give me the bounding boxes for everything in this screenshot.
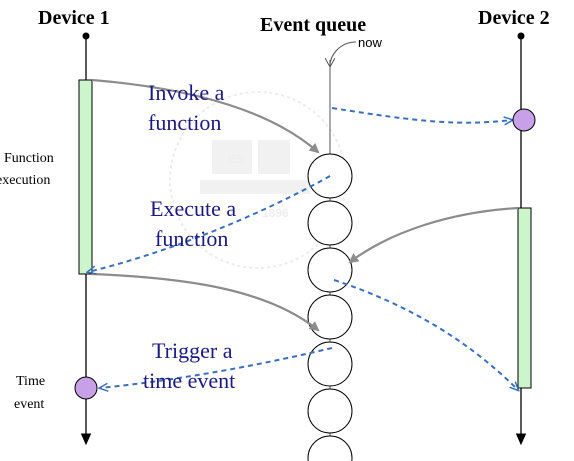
device2-function-execution-box bbox=[517, 207, 532, 389]
watermark-letters: ES bbox=[228, 152, 244, 166]
queue-slot bbox=[307, 341, 353, 387]
invoke-label-line2: function bbox=[148, 110, 221, 135]
trigger-label-line1: Trigger a bbox=[152, 338, 233, 363]
queue-slot bbox=[307, 435, 353, 461]
execute-label-line2: function bbox=[155, 226, 228, 251]
schedule-arrow-device1 bbox=[91, 272, 320, 332]
function-execution-label-line1: Function bbox=[4, 151, 54, 166]
watermark-emblem: ES 1896 bbox=[169, 91, 347, 269]
trigger-label-line2: time event bbox=[143, 368, 235, 393]
event-queue-header: Event queue bbox=[260, 14, 366, 36]
return-arrow-device2 bbox=[348, 206, 519, 264]
device1-time-event-marker bbox=[74, 376, 98, 400]
invoke-arrow bbox=[91, 78, 320, 154]
device2-event-marker bbox=[512, 108, 536, 132]
now-pointer-arrow bbox=[330, 41, 357, 66]
execute-label-line1: Execute a bbox=[150, 196, 236, 221]
execute-function-arrow bbox=[88, 175, 331, 272]
solid-arrows bbox=[91, 78, 519, 332]
watermark-year: 1896 bbox=[262, 206, 289, 220]
time-event-label-line1: Time bbox=[16, 374, 45, 389]
device1-function-execution-box bbox=[78, 79, 93, 275]
time-event-label-line2: event bbox=[14, 397, 44, 412]
queue-slot bbox=[307, 294, 353, 340]
trigger-time-event-arrow bbox=[100, 347, 333, 388]
dispatch-device2-late-arrow bbox=[333, 279, 518, 390]
queue-slot bbox=[307, 247, 353, 293]
function-execution-label-line2: execution bbox=[0, 173, 50, 188]
queue-slot bbox=[307, 200, 353, 246]
dispatch-to-device2-arrow bbox=[331, 107, 512, 123]
dashed-arrows bbox=[88, 107, 518, 390]
device2-header: Device 2 bbox=[478, 7, 550, 29]
device1-header: Device 1 bbox=[38, 7, 110, 29]
queue-slot bbox=[307, 388, 353, 434]
invoke-label-line1: Invoke a bbox=[148, 80, 225, 105]
now-label: now bbox=[358, 35, 382, 50]
